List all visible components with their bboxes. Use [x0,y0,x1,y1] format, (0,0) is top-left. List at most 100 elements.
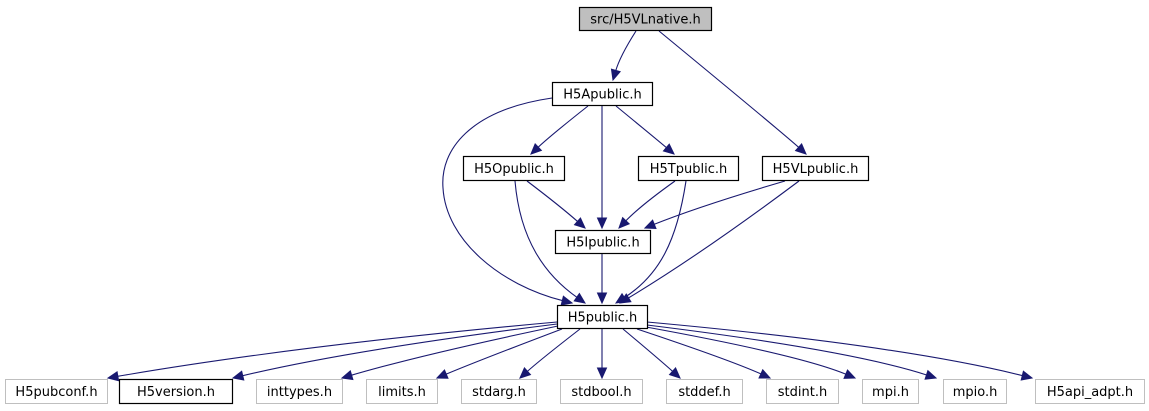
edge-H5public-to-mpio [646,324,938,380]
node-H5api_adpt: H5api_adpt.h [1035,379,1145,404]
edge-H5Tpublic-to-H5Ipublic [618,180,676,229]
node-label: H5version.h [137,385,215,400]
node-label: H5public.h [568,311,638,326]
node-label: H5Tpublic.h [650,162,727,177]
node-mpi: mpi.h [862,379,919,404]
node-label: limits.h [378,385,426,400]
arrow-head-icon [662,143,675,155]
arrow-head-icon [610,68,622,82]
arrow-head-icon [668,367,681,379]
edge-line [646,324,928,376]
edge-H5public-to-mpi [645,326,857,379]
edge-line [526,328,581,373]
edge-line [116,321,558,378]
node-box [554,229,652,255]
node-inttypes: inttypes.h [256,379,343,404]
node-H5version[interactable]: H5version.h [118,378,234,405]
node-H5Apublic[interactable]: H5Apublic.h [551,81,654,107]
arrow-head-icon [1020,370,1034,381]
edge-H5VLnative-to-H5VLpublic [658,30,807,155]
node-limits: limits.h [366,379,438,404]
edge-H5VLpublic-to-H5public [618,180,800,304]
arrow-head-icon [573,217,586,229]
node-label: H5Apublic.h [563,88,641,103]
node-box [462,155,566,182]
edge-H5public-to-stdarg [519,328,581,379]
arrow-head-icon [560,295,574,306]
node-label: stdint.h [778,385,827,400]
edge-H5Apublic-to-H5Tpublic [615,105,675,155]
arrow-head-icon [618,293,632,304]
edge-H5public-to-stdbool [596,329,608,380]
edge-H5Ipublic-to-H5public [596,254,608,305]
node-box [560,379,643,404]
edge-line [646,321,1024,377]
node-label: stddef.h [678,385,730,400]
node-box [766,379,839,404]
node-box [862,379,919,404]
edge-line [442,97,564,302]
node-label: mpi.h [872,385,909,400]
arrow-head-icon [596,292,608,305]
edge-line [645,326,847,376]
node-box [256,379,343,404]
node-label: H5VLpublic.h [773,162,859,177]
edge-H5Apublic-to-H5Opublic [530,105,589,155]
arrow-head-icon [643,219,657,229]
node-box [943,379,1007,404]
node-label: stdarg.h [472,385,526,400]
node-label: inttypes.h [267,385,332,400]
edge-line [537,105,589,149]
edges-layer [106,30,1034,382]
edge-line [241,323,558,377]
arrow-head-icon [596,367,608,380]
node-H5VLnative[interactable]: src/H5VLnative.h [578,6,713,32]
edge-line [615,105,668,149]
node-mpio: mpio.h [943,379,1007,404]
edge-H5Opublic-to-H5Ipublic [526,180,586,229]
arrow-head-icon [924,369,938,380]
node-label: mpio.h [953,385,998,400]
node-H5VLpublic[interactable]: H5VLpublic.h [761,155,870,182]
node-H5public[interactable]: H5public.h [556,304,649,330]
node-box [366,379,438,404]
node-H5Opublic[interactable]: H5Opublic.h [462,155,566,182]
edge-line [624,180,676,222]
arrow-head-icon [519,367,532,379]
arrow-head-icon [435,369,449,379]
edge-line [636,328,763,375]
edge-H5Apublic-to-H5public [442,97,574,306]
node-H5pubconf: H5pubconf.h [5,379,108,404]
edge-H5Apublic-to-H5Ipublic [596,106,608,230]
node-label: stdbool.h [571,385,631,400]
arrow-head-icon [794,143,807,155]
node-label: H5pubconf.h [15,385,97,400]
edge-H5public-to-H5api_adpt [646,321,1034,381]
edge-line [514,180,578,299]
arrow-head-icon [530,142,543,155]
edge-H5Opublic-to-H5public [514,180,586,304]
node-stdbool: stdbool.h [560,379,643,404]
edge-H5VLnative-to-H5Apublic [610,30,637,82]
node-H5Ipublic[interactable]: H5Ipublic.h [554,229,652,255]
edge-line [623,180,687,299]
edge-H5public-to-stdint [636,328,772,379]
arrow-head-icon [618,216,631,229]
edge-line [526,180,579,223]
edge-H5public-to-H5pubconf [106,321,558,382]
node-H5Tpublic[interactable]: H5Tpublic.h [637,155,740,182]
arrow-head-icon [843,369,857,379]
node-stdint: stdint.h [766,379,839,404]
node-box [461,379,537,404]
edge-H5public-to-inttypes [340,325,559,381]
node-box [556,304,649,330]
node-label: H5Opublic.h [474,162,554,177]
node-box [551,81,654,107]
edge-line [653,180,786,226]
edge-H5VLpublic-to-H5Ipublic [643,180,786,229]
edge-line [614,30,637,72]
node-box [761,155,870,182]
edge-line [627,180,800,299]
node-box [1035,379,1145,404]
